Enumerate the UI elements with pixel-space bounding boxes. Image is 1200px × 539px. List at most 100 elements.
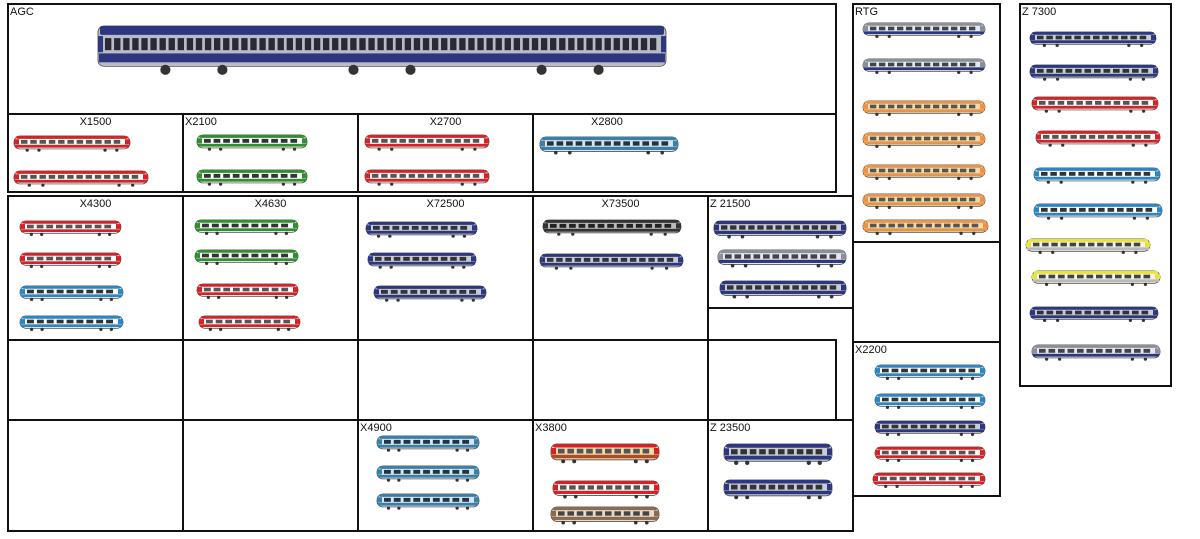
- train-window: [623, 448, 631, 454]
- train-window: [933, 62, 940, 67]
- train-wheel: [385, 298, 389, 302]
- train-window: [938, 476, 946, 481]
- train-window: [753, 254, 761, 259]
- train-illustration: [723, 443, 833, 465]
- train-wheel: [645, 520, 649, 525]
- train-window: [586, 511, 593, 516]
- train-illustration: [376, 435, 480, 452]
- train-roof: [1032, 65, 1156, 68]
- train-cab: [1151, 35, 1156, 40]
- train-cab: [980, 62, 985, 67]
- train-window: [393, 469, 401, 474]
- train-window: [400, 289, 408, 294]
- train-window: [1046, 310, 1054, 315]
- train-window: [1059, 171, 1067, 176]
- train-illustration: [198, 315, 301, 331]
- train-window: [745, 285, 753, 290]
- train-roof: [545, 220, 679, 223]
- train-window: [1121, 35, 1128, 40]
- train-window: [1039, 100, 1046, 105]
- train-window: [242, 173, 250, 178]
- train-window: [1139, 35, 1147, 40]
- train-window: [939, 397, 947, 402]
- train-illustration: [376, 465, 480, 482]
- train-cab: [98, 36, 103, 53]
- train-cab: [1032, 100, 1037, 106]
- train-illustration: [19, 220, 122, 236]
- train-wheel: [1144, 180, 1148, 184]
- train-window: [909, 476, 917, 481]
- train-wheel: [959, 432, 963, 436]
- train-wheel: [1143, 357, 1148, 361]
- train-window: [577, 38, 584, 51]
- train-window: [531, 38, 539, 51]
- train-window: [1037, 310, 1044, 315]
- train-skirt: [21, 229, 120, 233]
- train-skirt: [864, 31, 984, 35]
- train-window: [204, 38, 212, 51]
- train-wheel: [115, 148, 119, 152]
- train-wheel: [37, 148, 41, 152]
- train-cab: [1155, 171, 1160, 177]
- train-illustration: [862, 219, 989, 235]
- train-window: [1060, 242, 1067, 247]
- train-illustration: [862, 22, 986, 38]
- train-roof: [877, 365, 983, 368]
- train-window: [141, 38, 148, 51]
- train-window: [889, 476, 897, 481]
- train-window: [1039, 274, 1046, 279]
- train-wheel: [817, 294, 821, 299]
- train-illustration: [196, 169, 308, 186]
- train-window: [1136, 207, 1143, 212]
- section-x2800: X2800: [532, 113, 837, 193]
- train-wheel: [274, 295, 278, 299]
- train-window: [933, 136, 940, 141]
- train-window: [880, 476, 887, 481]
- train-roof: [877, 394, 983, 397]
- train-window: [113, 174, 120, 179]
- train-window: [223, 173, 230, 178]
- train-cab: [1155, 348, 1160, 354]
- train-wheel: [460, 182, 464, 186]
- section-z7300: Z 7300: [1019, 3, 1172, 387]
- train-window: [1094, 310, 1101, 315]
- section-title: X73500: [601, 198, 640, 210]
- train-illustration: [13, 170, 149, 187]
- train-cab: [841, 224, 846, 231]
- train-cab: [474, 439, 479, 445]
- train-window: [462, 469, 470, 474]
- train-window: [606, 485, 613, 490]
- train-illustration: [19, 285, 124, 301]
- train-wheel: [557, 232, 561, 236]
- train-window: [262, 287, 269, 292]
- train-window: [891, 424, 899, 429]
- section-x2100: X2100: [182, 113, 359, 193]
- train-cab: [1026, 242, 1031, 247]
- train-window: [933, 168, 940, 173]
- train-cab: [983, 223, 988, 228]
- train-wheel: [465, 506, 470, 510]
- train-cab: [724, 483, 729, 491]
- train-wheel: [1044, 109, 1048, 113]
- train-window: [888, 26, 895, 31]
- train-wheel: [1128, 77, 1133, 81]
- train-wheel: [1042, 43, 1046, 47]
- train-window: [268, 38, 275, 51]
- train-window: [951, 197, 958, 202]
- train-window: [930, 368, 937, 373]
- train-window: [576, 511, 584, 516]
- train-wheel: [888, 231, 892, 235]
- train-window: [1143, 274, 1151, 279]
- train-window: [36, 289, 44, 294]
- train-window: [721, 225, 728, 230]
- train-wheel: [160, 64, 171, 75]
- train-window: [968, 450, 976, 455]
- train-window: [879, 197, 886, 202]
- train-window: [942, 26, 949, 31]
- train-window: [666, 257, 674, 262]
- train-roof: [1038, 131, 1158, 134]
- train-roof: [865, 23, 983, 26]
- train-window: [1075, 68, 1082, 73]
- train-window: [469, 289, 477, 294]
- train-window: [417, 173, 425, 178]
